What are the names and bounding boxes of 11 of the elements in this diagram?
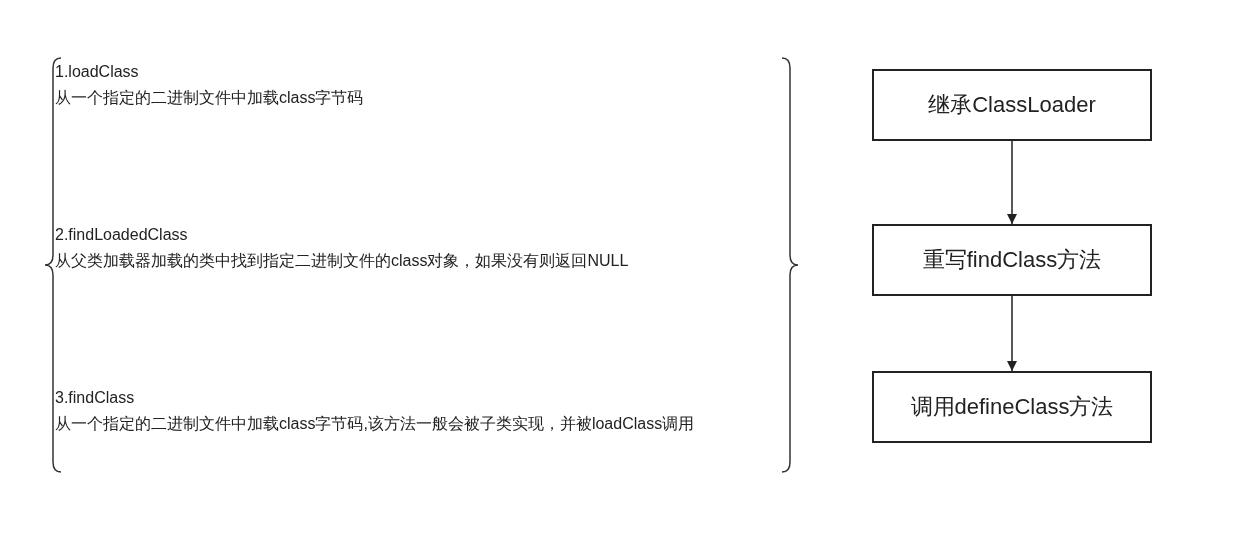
arrow xyxy=(1007,295,1017,372)
arrow xyxy=(1007,140,1017,225)
process-box: 继承ClassLoader xyxy=(872,69,1152,141)
method-name: 3.findClass xyxy=(55,388,135,408)
description: 从一个指定的二进制文件中加载class字节码 xyxy=(55,88,364,108)
method-name: 2.findLoadedClass xyxy=(55,225,188,245)
method-name: 1.loadClass xyxy=(55,62,139,82)
process-box: 重写findClass方法 xyxy=(872,224,1152,296)
description: 从父类加载器加载的类中找到指定二进制文件的class对象，如果没有则返回NULL xyxy=(55,251,629,271)
process-box: 调用defineClass方法 xyxy=(872,371,1152,443)
description: 从一个指定的二进制文件中加载class字节码,该方法一般会被子类实现，并被loadClass调用 xyxy=(55,414,695,434)
